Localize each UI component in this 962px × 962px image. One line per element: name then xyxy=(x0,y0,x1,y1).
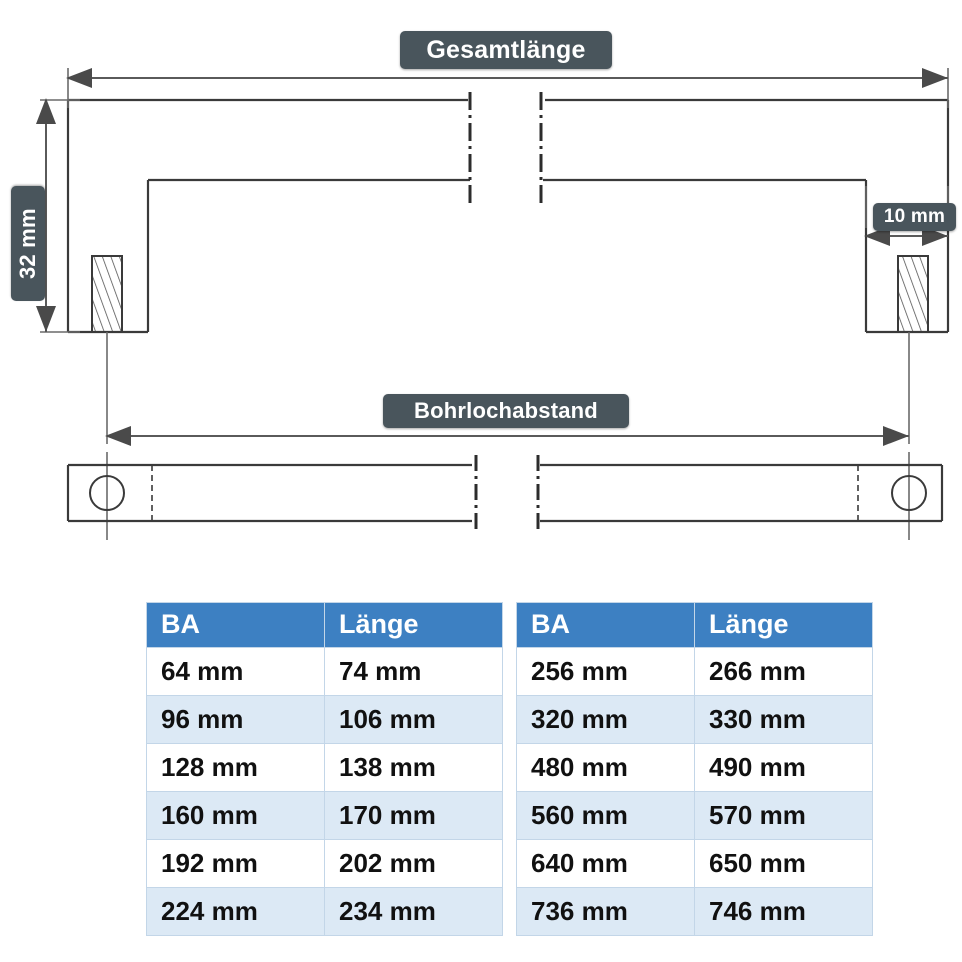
cell-ba: 256 mm xyxy=(516,647,695,696)
cell-laenge: 234 mm xyxy=(324,887,503,936)
cell-ba: 160 mm xyxy=(146,791,325,840)
label-leg-width: 10 mm xyxy=(873,203,956,231)
cell-ba: 96 mm xyxy=(146,695,325,744)
cell-laenge: 106 mm xyxy=(324,695,503,744)
cell-laenge: 746 mm xyxy=(694,887,873,936)
handle-technical-drawing xyxy=(36,68,950,540)
label-height: 32 mm xyxy=(11,186,45,301)
cell-ba: 224 mm xyxy=(146,887,325,936)
cell-laenge: 570 mm xyxy=(694,791,873,840)
label-total-length: Gesamtlänge xyxy=(400,31,612,69)
cell-laenge: 202 mm xyxy=(324,839,503,888)
cell-ba: 560 mm xyxy=(516,791,695,840)
cell-laenge: 330 mm xyxy=(694,695,873,744)
cell-ba: 128 mm xyxy=(146,743,325,792)
table-header-row: BA Länge xyxy=(146,602,503,648)
cell-ba: 64 mm xyxy=(146,647,325,696)
column-header-laenge: Länge xyxy=(324,602,503,648)
cell-ba: 320 mm xyxy=(516,695,695,744)
cell-laenge: 490 mm xyxy=(694,743,873,792)
table-header-row: BA Länge xyxy=(516,602,873,648)
cell-ba: 480 mm xyxy=(516,743,695,792)
extension-lines xyxy=(40,68,949,540)
cell-ba: 192 mm xyxy=(146,839,325,888)
cell-laenge: 650 mm xyxy=(694,839,873,888)
label-hole-distance: Bohrlochabstand xyxy=(383,394,629,428)
screw-post-left xyxy=(91,255,123,333)
column-header-ba: BA xyxy=(146,602,325,648)
column-header-ba: BA xyxy=(516,602,695,648)
break-lines-top-view xyxy=(468,92,543,206)
cell-laenge: 74 mm xyxy=(324,647,503,696)
screw-hole-left xyxy=(89,475,125,511)
handle-bottom-view xyxy=(66,455,944,531)
cell-laenge: 138 mm xyxy=(324,743,503,792)
cell-laenge: 170 mm xyxy=(324,791,503,840)
cell-laenge: 266 mm xyxy=(694,647,873,696)
cell-ba: 640 mm xyxy=(516,839,695,888)
cell-ba: 736 mm xyxy=(516,887,695,936)
handle-profile-outline xyxy=(66,98,950,334)
screw-post-right xyxy=(897,255,929,333)
column-header-laenge: Länge xyxy=(694,602,873,648)
screw-hole-right xyxy=(891,475,927,511)
